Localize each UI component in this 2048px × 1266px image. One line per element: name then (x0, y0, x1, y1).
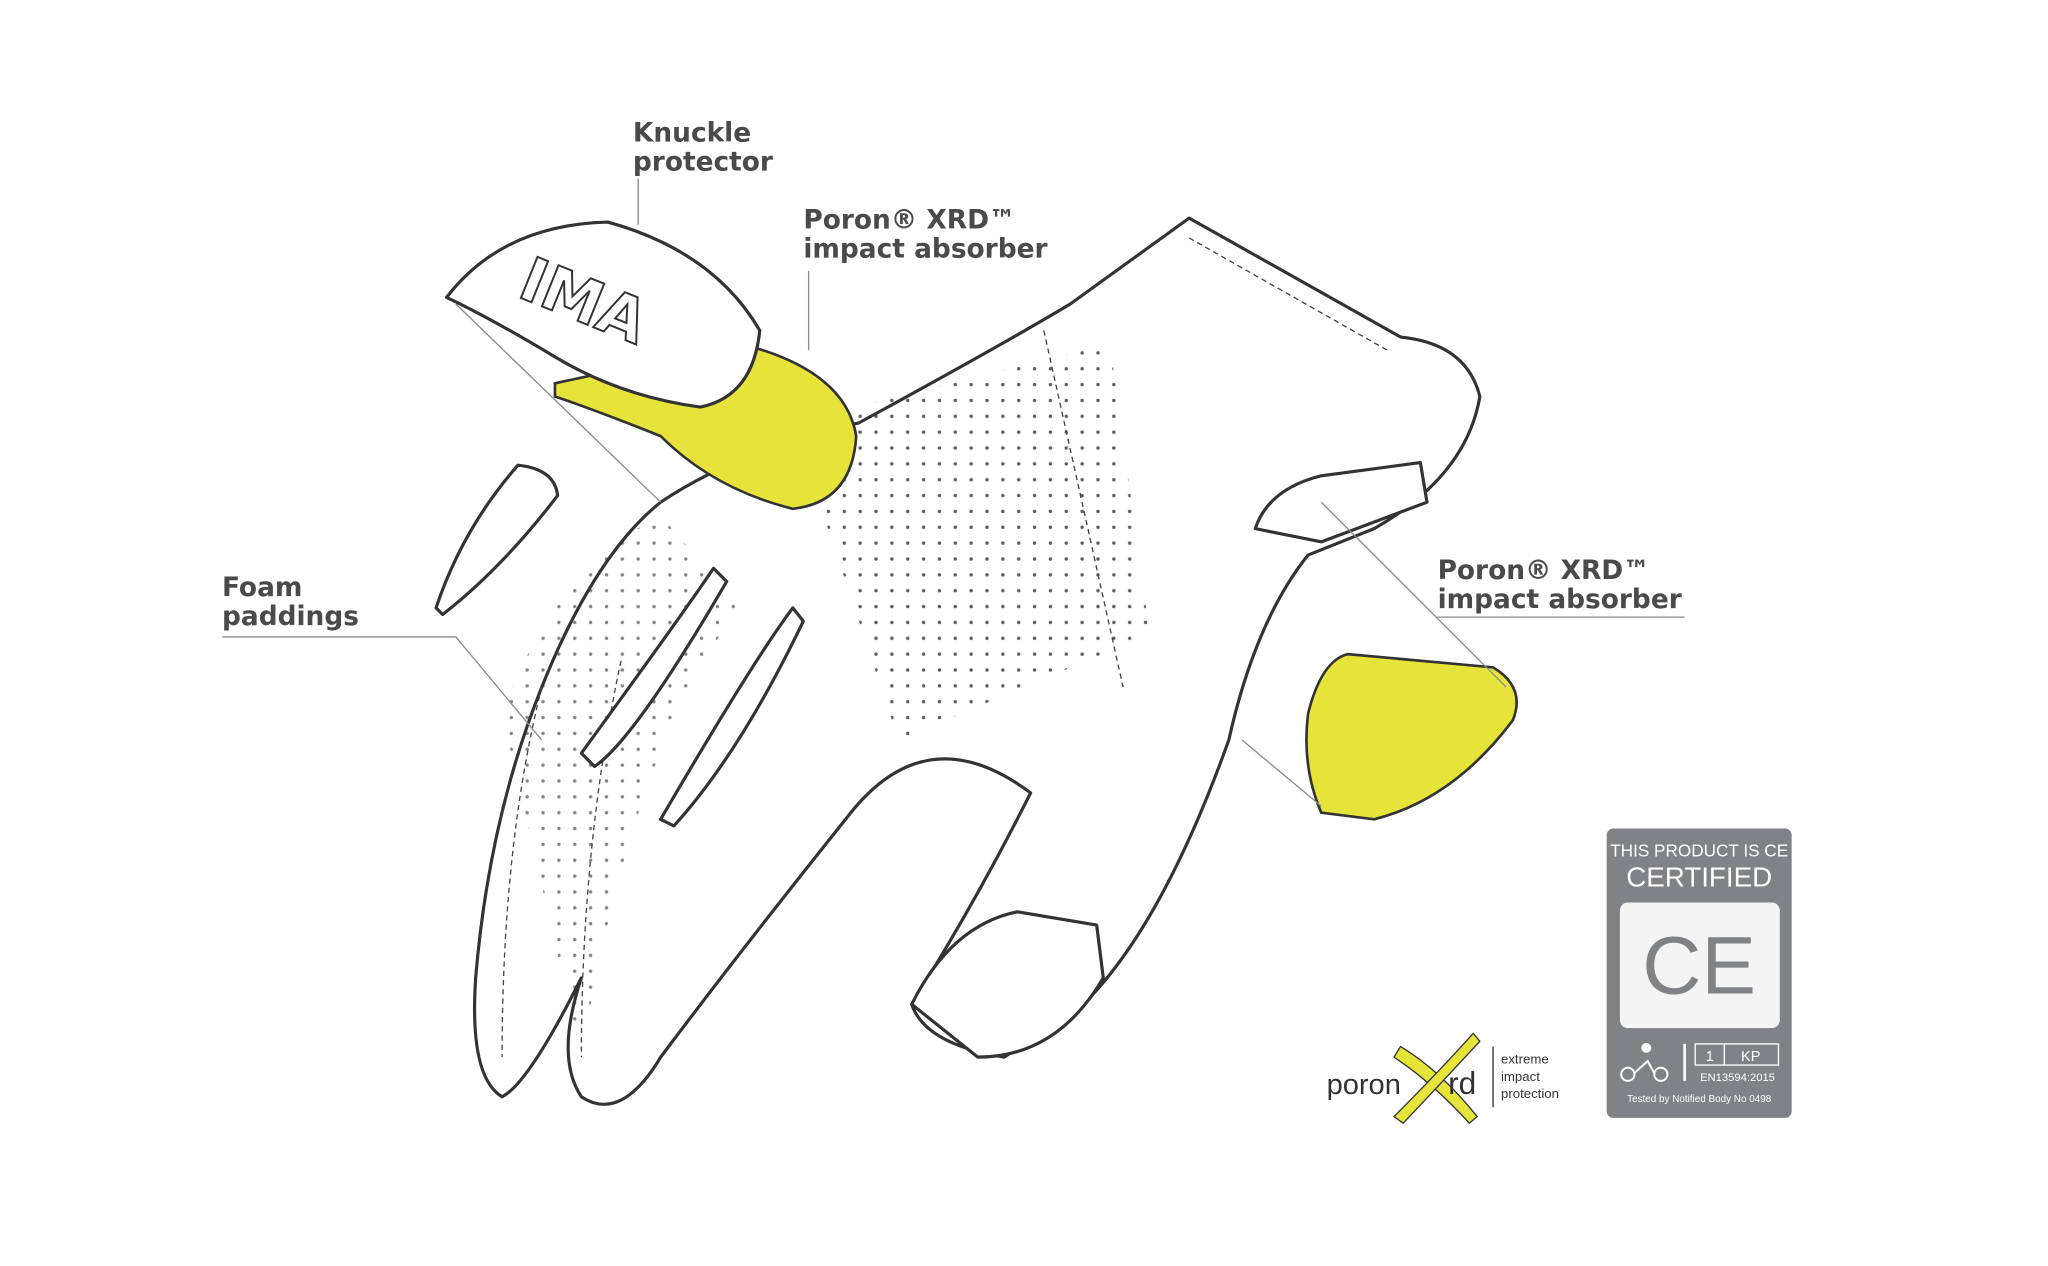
poron-side-pad (1305, 652, 1518, 821)
foam-padding (434, 463, 560, 617)
poron-rd: rd (1448, 1065, 1476, 1101)
glove-illustration (472, 216, 1482, 1106)
label-poron-top-line2: impact absorber (803, 234, 1047, 265)
label-poron-right-line2: impact absorber (1438, 584, 1682, 615)
leader-lines (221, 178, 1685, 807)
ce-certified-badge: THIS PRODUCT IS CE CERTIFIED CE 1 KP EN1… (1606, 828, 1792, 1118)
label-foam-line2: paddings (222, 601, 359, 632)
ce-type: KP (1741, 1049, 1760, 1065)
poron-tagline-1: extreme (1501, 1052, 1549, 1067)
ce-line1: THIS PRODUCT IS CE (1610, 840, 1788, 860)
ce-standard: EN13594:2015 (1700, 1072, 1775, 1084)
label-poron-right-line1: Poron® XRD™ (1438, 555, 1650, 586)
poron-word: poron (1327, 1069, 1401, 1101)
ce-mark: CE (1642, 921, 1756, 1012)
poron-tagline-2: impact (1501, 1069, 1540, 1084)
poron-tagline-3: protection (1501, 1086, 1559, 1101)
motorcycle-icon (1620, 1042, 1669, 1082)
label-poron-top-line1: Poron® XRD™ (803, 205, 1015, 236)
label-knuckle-line2: protector (633, 147, 773, 178)
ce-notified-body: Tested by Notified Body No 0498 (1627, 1094, 1772, 1105)
knuckle-protector: IMA (445, 220, 858, 511)
ce-line2: CERTIFIED (1626, 862, 1772, 893)
label-foam-line1: Foam (222, 572, 302, 603)
ce-level: 1 (1706, 1049, 1714, 1065)
label-knuckle-line1: Knuckle (633, 117, 751, 148)
poron-xrd-logo: poron X rd extreme impact protection (1327, 1032, 1559, 1125)
